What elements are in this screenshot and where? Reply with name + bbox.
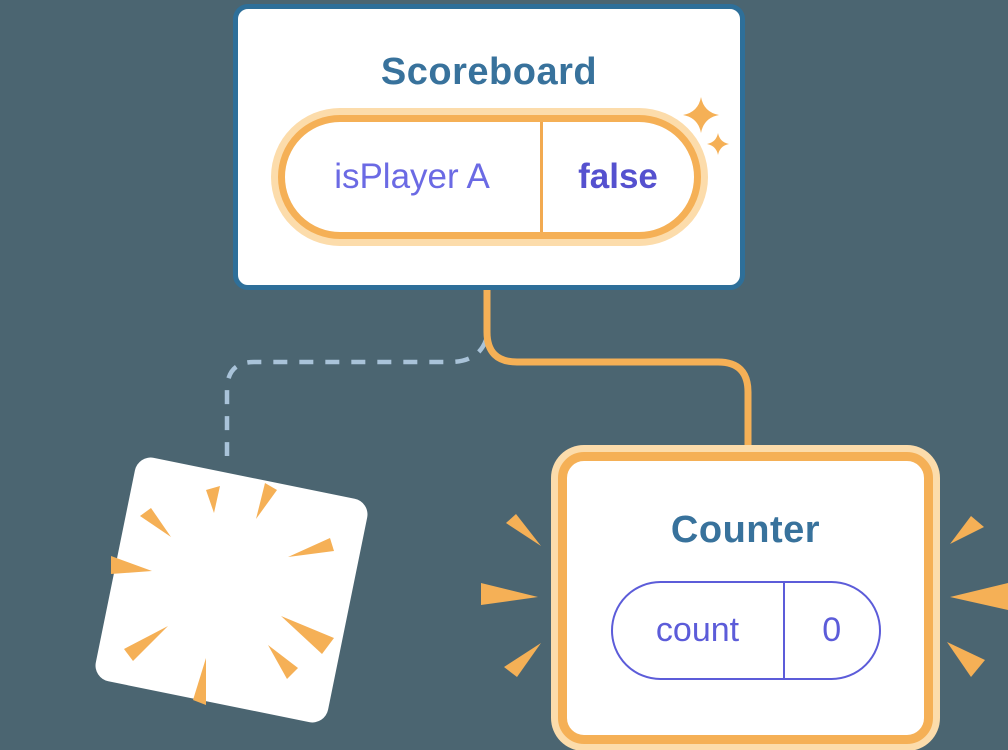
burst-left-icon [481,514,541,677]
burst-ray [506,514,541,546]
burst-ray [947,642,985,677]
pill-divider [539,122,543,232]
counter-card: Counter count 0 [558,452,933,744]
state-value-text: 0 [822,611,842,649]
state-name-cell: count [613,583,783,678]
state-value-cell: false [543,122,694,232]
scoreboard-title: Scoreboard [380,51,598,93]
state-value-cell: 0 [785,583,879,678]
burst-ray [481,583,538,605]
connector-dashed-line [224,339,489,456]
state-value-text: false [578,157,658,196]
state-name-cell: isPlayer A [285,122,540,232]
removed-component-card [92,454,371,726]
burst-ray [950,583,1008,610]
state-name-text: count [655,611,740,649]
pill-divider [782,583,785,678]
counter-title: Counter [670,509,821,551]
connector-solid-line [483,282,752,470]
state-name-text: isPlayer A [334,157,490,196]
burst-right-icon [947,516,1008,677]
burst-ray [504,643,541,677]
burst-ray [950,516,984,544]
scoreboard-state-pill: isPlayer A false [277,115,701,239]
counter-state-pill: count 0 [610,581,881,680]
scoreboard-card: Scoreboard isPlayer A false [233,4,745,290]
